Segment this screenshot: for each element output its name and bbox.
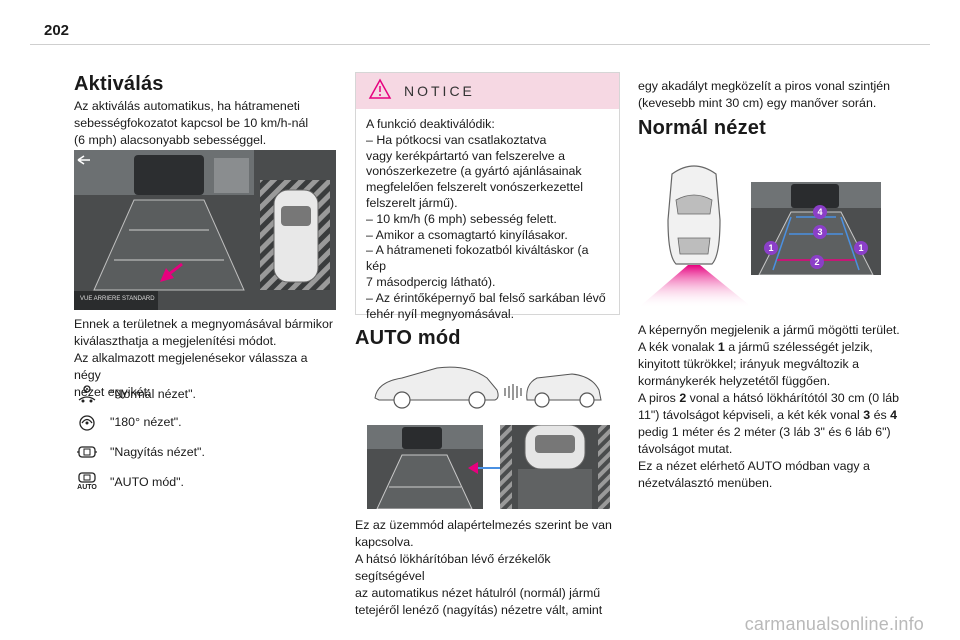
- rear-view-zone-diagram: [638, 160, 753, 310]
- option-normal-view-label: "Normál nézet".: [110, 387, 196, 401]
- option-auto-mode: AUTO "AUTO mód".: [74, 471, 184, 493]
- activation-text-2: Ennek a területnek a megnyomásával bármi…: [74, 317, 333, 399]
- heading-normal-view: Normál nézet: [638, 117, 766, 139]
- option-180-view-label: "180° nézet".: [110, 415, 182, 429]
- auto-icon-text: AUTO: [77, 484, 97, 491]
- zoom-view-icon: [74, 441, 100, 463]
- activation-intro: Az aktiválás automatikus, ha hátrameneti…: [74, 99, 309, 147]
- heading-activation: Aktiválás: [74, 73, 164, 95]
- option-auto-mode-label: "AUTO mód".: [110, 475, 184, 489]
- auto-mode-text: Ez az üzemmód alapértelmezés szerint be …: [355, 518, 612, 617]
- marker-1-left: 1: [768, 243, 773, 253]
- option-zoom-view: "Nagyítás nézet".: [74, 441, 205, 463]
- notice-title: NOTICE: [404, 83, 475, 99]
- view-180-icon: [74, 411, 100, 433]
- normal-view-description: A képernyőn megjelenik a jármű mögötti t…: [638, 323, 900, 490]
- warning-triangle-icon: [368, 77, 392, 105]
- marker-1-right: 1: [858, 243, 863, 253]
- notice-header: NOTICE: [356, 73, 619, 109]
- auto-normal-camera-thumbnail: [367, 425, 483, 509]
- auto-mode-icon: AUTO: [74, 471, 100, 493]
- option-180-view: "180° nézet".: [74, 411, 182, 433]
- top-rule: [30, 44, 930, 45]
- notice-box: NOTICE A funkció deaktiválódik: – Ha pót…: [355, 72, 620, 321]
- rear-camera-screen: VUE ARRIERE STANDARD: [74, 150, 336, 310]
- heading-auto-mode: AUTO mód: [355, 327, 461, 349]
- marker-3: 3: [817, 227, 822, 237]
- auto-mode-car-illustration: [367, 360, 607, 410]
- auto-zoom-camera-thumbnail: [500, 425, 610, 509]
- option-normal-view: "Normál nézet".: [74, 383, 196, 405]
- marker-4: 4: [817, 207, 822, 217]
- watermark: carmanualsonline.info: [744, 614, 924, 634]
- marker-2: 2: [814, 257, 819, 267]
- option-zoom-view-label: "Nagyítás nézet".: [110, 445, 205, 459]
- normal-view-continued-text: egy akadályt megközelít a piros vonal sz…: [638, 79, 891, 110]
- normal-view-camera-screen: 4 3 1 1 2: [751, 182, 881, 275]
- normal-view-icon: [74, 383, 100, 405]
- page-number: 202: [44, 22, 70, 39]
- camera-view-caption[interactable]: VUE ARRIERE STANDARD: [80, 296, 155, 302]
- notice-body: A funkció deaktiválódik: – Ha pótkocsi v…: [366, 117, 606, 321]
